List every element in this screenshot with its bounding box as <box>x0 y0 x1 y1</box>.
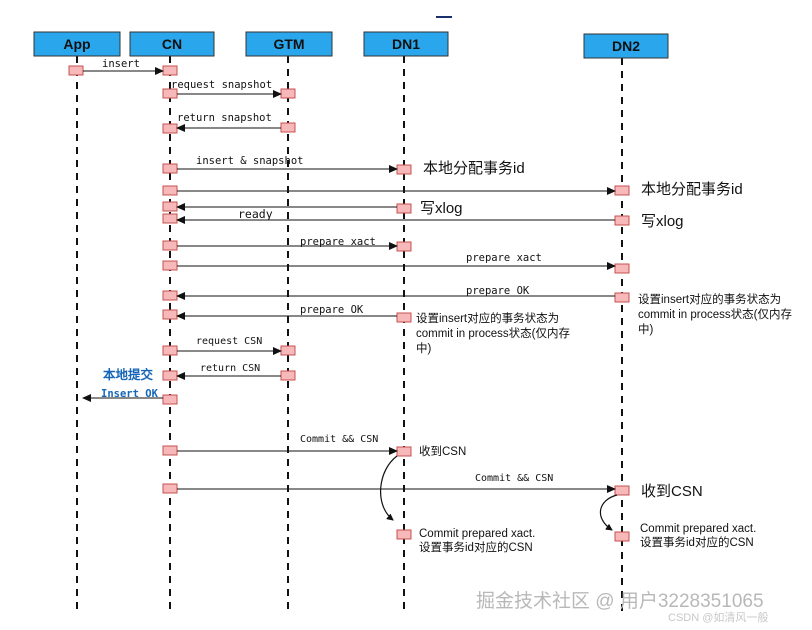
activation-dn1-3 <box>396 241 412 252</box>
self-arrow-dn2 <box>600 494 618 531</box>
lane-app: App <box>33 31 121 57</box>
note-dn1-state-line2: commit in process状态(仅内存 <box>416 326 570 340</box>
label-commit-csn-dn2: Commit && CSN <box>475 473 553 484</box>
activation-dn1-6 <box>396 529 412 540</box>
note-dn2-recv-csn: 收到CSN <box>641 483 703 500</box>
activation-cn-10 <box>162 290 178 301</box>
note-dn1-commit-prepared: Commit prepared xact. <box>419 528 535 540</box>
activation-cn-11 <box>162 309 178 320</box>
activation-cn-5 <box>162 185 178 196</box>
activation-gtm-2 <box>280 122 296 133</box>
activation-dn1-1 <box>396 164 412 175</box>
activation-cn-6 <box>162 201 178 212</box>
label-request-csn: request CSN <box>196 336 262 347</box>
activation-dn2-2 <box>614 215 630 226</box>
activation-dn1-4 <box>396 312 412 323</box>
activation-cn-3 <box>162 123 178 134</box>
lane-dn1-label: DN1 <box>392 36 420 52</box>
lane-app-label: App <box>63 36 90 52</box>
lane-dn2: DN2 <box>583 33 669 59</box>
activation-gtm-1 <box>280 88 296 99</box>
activation-cn-1 <box>162 65 178 76</box>
activation-cn-7 <box>162 213 178 224</box>
activation-dn1-2 <box>396 203 412 214</box>
activation-cn-9 <box>162 260 178 271</box>
label-insert-snapshot: insert & snapshot <box>196 155 303 167</box>
activation-cn-15 <box>162 445 178 456</box>
activation-cn-16 <box>162 483 178 494</box>
note-dn1-state-line3: 中) <box>416 342 431 355</box>
lane-dn1: DN1 <box>363 31 449 57</box>
activation-dn2-5 <box>614 485 630 496</box>
label-prepare-ok-dn2: prepare OK <box>466 285 530 297</box>
label-return-csn: return CSN <box>200 363 260 374</box>
activation-app-1 <box>68 65 84 76</box>
note-cn-local-commit: 本地提交 <box>103 367 154 382</box>
label-request-snapshot: request snapshot <box>171 79 272 91</box>
self-arrow-dn1 <box>380 455 398 521</box>
note-dn1-state-line1: 设置insert对应的事务状态为 <box>416 311 559 325</box>
note-dn1-recv-csn: 收到CSN <box>419 444 466 458</box>
activation-dn2-1 <box>614 185 630 196</box>
activation-gtm-4 <box>280 370 296 381</box>
label-prepare-xact-dn1: prepare xact <box>300 236 376 248</box>
note-dn2-commit-prepared: Commit prepared xact. <box>640 523 756 535</box>
lane-gtm: GTM <box>245 31 333 57</box>
watermark-sub: CSDN @如清风一般 <box>668 610 768 624</box>
note-dn2-state-line1: 设置insert对应的事务状态为 <box>638 292 781 306</box>
activation-dn2-3 <box>614 263 630 274</box>
activation-cn-14 <box>162 394 178 405</box>
lane-cn-label: CN <box>162 36 182 52</box>
activation-cn-8 <box>162 240 178 251</box>
note-dn1-write-xlog: 写xlog <box>420 200 463 217</box>
activation-dn1-5 <box>396 446 412 457</box>
note-dn2-write-xlog: 写xlog <box>641 213 684 230</box>
label-prepare-ok-dn1: prepare OK <box>300 304 364 316</box>
activation-dn2-4 <box>614 292 630 303</box>
lane-gtm-label: GTM <box>273 36 304 52</box>
activation-dn2-6 <box>614 531 630 542</box>
activation-cn-12 <box>162 345 178 356</box>
note-dn1-alloc-xid: 本地分配事务id <box>423 160 525 177</box>
label-insert-ok: Insert OK <box>101 388 159 400</box>
note-dn2-state-line2: commit in process状态(仅内存 <box>638 307 792 321</box>
lane-cn: CN <box>129 31 215 57</box>
label-return-snapshot: return snapshot <box>177 112 272 124</box>
note-dn2-state-line3: 中) <box>638 323 653 336</box>
label-insert: insert <box>102 58 140 70</box>
activation-cn-13 <box>162 370 178 381</box>
watermark-main: 掘金技术社区 @ 用户3228351065 <box>476 590 764 612</box>
activation-cn-4 <box>162 163 178 174</box>
lane-dn2-label: DN2 <box>612 38 640 54</box>
note-dn2-set-csn: 设置事务id对应的CSN <box>640 535 754 549</box>
label-ready: ready <box>238 207 273 221</box>
label-commit-csn-dn1: Commit && CSN <box>300 434 378 445</box>
label-prepare-xact-dn2: prepare xact <box>466 252 542 264</box>
note-dn1-set-csn: 设置事务id对应的CSN <box>419 540 533 554</box>
activation-gtm-3 <box>280 345 296 356</box>
note-dn2-alloc-xid: 本地分配事务id <box>641 181 743 198</box>
